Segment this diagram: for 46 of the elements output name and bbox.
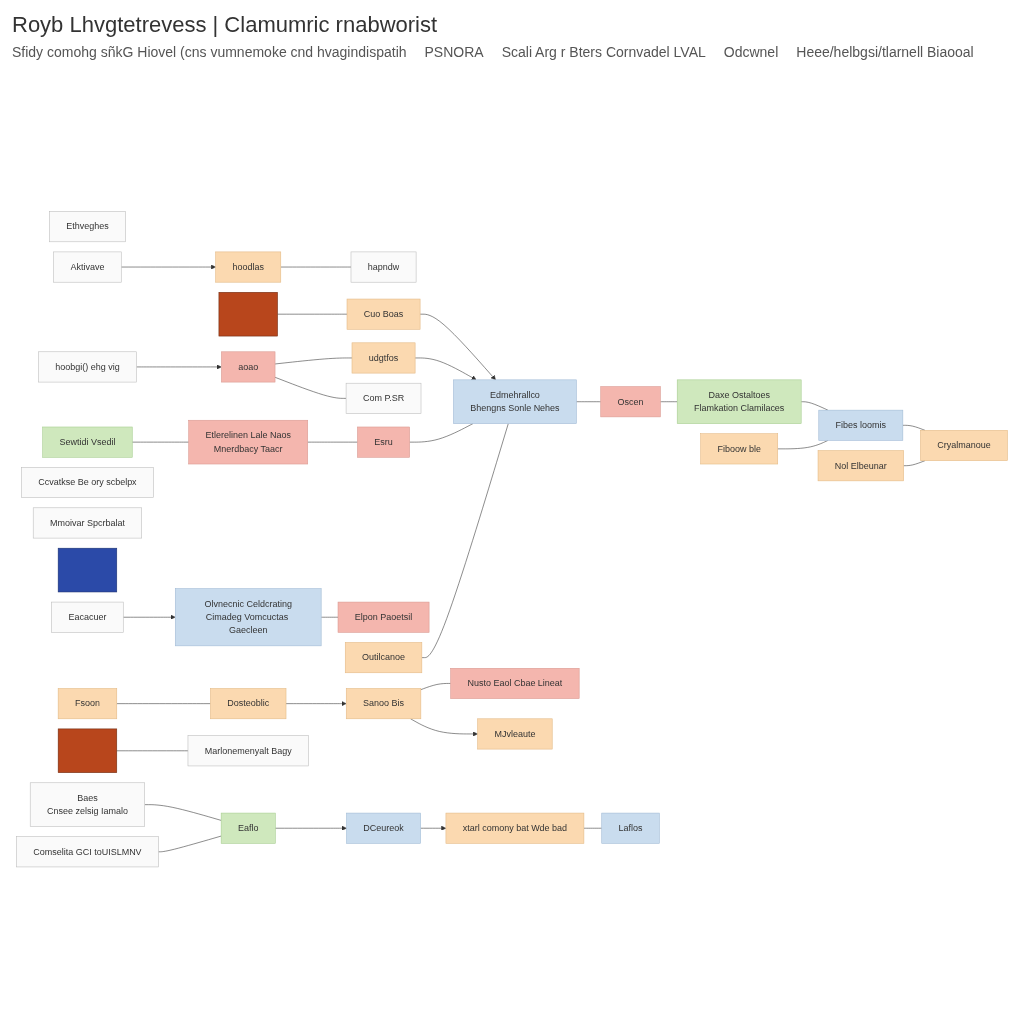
node-box bbox=[57, 547, 118, 593]
node-box: DCeureok bbox=[346, 812, 421, 844]
note-text: Heee/helbgsi/tlarnell Biaooal bbox=[796, 44, 974, 60]
node-box: Elpon Paoetsil bbox=[337, 601, 430, 633]
node-box: Nol Elbeunar bbox=[817, 450, 904, 481]
node-box: hoodlas bbox=[215, 251, 282, 283]
note-text: Sfidy comohg sñkG Hiovel (cns vumnemoke cnd hvagindispatih bbox=[12, 44, 407, 60]
node-box: Ccvatkse Be ory scbelpx bbox=[21, 466, 154, 498]
node-box: aoao bbox=[221, 351, 276, 383]
node-box: Fiboow ble bbox=[700, 433, 778, 465]
node-box: Edmehrallco Bhengns Sonle Nehes bbox=[453, 379, 577, 424]
node-box: Eacacuer bbox=[51, 601, 124, 633]
node-box: Fibes loomis bbox=[818, 409, 904, 441]
node-box: Ethveghes bbox=[49, 211, 126, 242]
node-box: Etlerelinen Lale Naos Mnerdbacy Taacr bbox=[188, 419, 308, 465]
node-box: Fsoon bbox=[57, 688, 118, 719]
node-box: Outilcanoe bbox=[344, 642, 423, 673]
node-box: Mmoivar Spcrbalat bbox=[32, 507, 142, 539]
node-box: Com P.SR bbox=[345, 382, 422, 414]
node-box: Sewtidi Vsedil bbox=[42, 426, 133, 458]
node-box: Aktivave bbox=[53, 251, 122, 283]
node-box: Olvnecnic Celdcrating Cimadeg Vomcuctas Gaecleen bbox=[175, 588, 322, 646]
node-box: Dosteoblic bbox=[210, 688, 287, 719]
node-box: udgtfos bbox=[351, 342, 416, 374]
node-box: Comselita GCI toUISLMNV bbox=[16, 836, 159, 867]
node-box: Laflos bbox=[601, 812, 660, 844]
note-text: Odcwnel bbox=[723, 44, 779, 60]
note-text: PSNORA bbox=[424, 44, 484, 60]
node-box: Nusto Eaol Cbae Lineat bbox=[450, 667, 580, 699]
node-box bbox=[218, 291, 278, 337]
node-box: hapndw bbox=[350, 251, 417, 283]
note-text: Scali Arg r Bters Cornvadel LVAL bbox=[501, 44, 706, 60]
node-box: Oscen bbox=[600, 386, 661, 417]
node-box: Baes Cnsee zelsig Iamalo bbox=[29, 782, 145, 827]
node-box: xtarl comony bat Wde bad bbox=[445, 812, 585, 844]
node-box: Marlonemenyalt Bagy bbox=[187, 735, 309, 766]
node-box bbox=[57, 728, 118, 773]
node-box: Cuo Boas bbox=[346, 298, 421, 330]
node-box: MJvleaute bbox=[477, 718, 553, 750]
node-box: Daxe Ostaltoes Flamkation Clamilaces bbox=[676, 379, 802, 424]
node-box: Cryalmanoue bbox=[920, 429, 1008, 461]
node-box: Eaflo bbox=[220, 812, 276, 844]
node-box: Esru bbox=[357, 426, 410, 458]
node-box: Sanoo Bis bbox=[345, 688, 422, 719]
diagram-title: Royb Lhvgtetrevess | Clamumric rnabworist bbox=[12, 12, 439, 38]
node-box: hoobgi() ehg vig bbox=[38, 351, 137, 383]
